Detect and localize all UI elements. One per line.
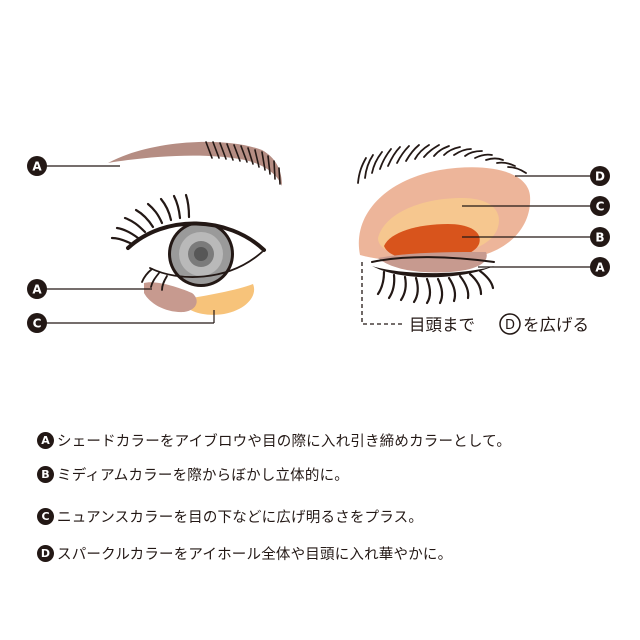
label-badge-right-c: C [590, 196, 610, 216]
callout-letter: D [505, 318, 515, 333]
left-eye-callouts: A A C [27, 156, 215, 333]
left-eye-illustration [108, 141, 282, 315]
label-letter: C [33, 317, 42, 331]
inner-corner-callout: 目頭まで D を広げる [409, 313, 589, 335]
legend-badge: B [37, 465, 54, 483]
label-letter: A [595, 261, 605, 275]
label-badge-right-b: B [590, 227, 610, 247]
label-letter: A [32, 160, 42, 174]
legend-badge: D [37, 544, 54, 562]
label-badge-right-a: A [590, 257, 610, 277]
left-upper-lashes [110, 193, 191, 246]
legend-badge: A [37, 431, 54, 449]
legend-text: スパークルカラーをアイホール全体や目頭に入れ華やかに。 [57, 546, 453, 563]
right-lid-orange [384, 224, 480, 260]
label-letter: D [595, 170, 605, 184]
right-closed-lid-upper [371, 256, 495, 263]
right-closed-lid [372, 266, 494, 278]
left-upper-lid [126, 221, 266, 252]
left-under-eye-yellow [180, 284, 255, 315]
left-eyebrow-hairs [205, 141, 281, 185]
right-eye-illustration [357, 144, 531, 305]
callout-letter-circle [499, 313, 521, 335]
legend-text: ニュアンスカラーを目の下などに広げ明るさをプラス。 [57, 509, 424, 526]
legend-badge: C [37, 507, 54, 525]
legend-text: シェードカラーをアイブロウや目の際に入れ引き締めカラーとして。 [57, 433, 512, 450]
right-lashes [376, 269, 495, 305]
legend-text: ミディアムカラーを際からぼかし立体的に。 [57, 467, 349, 484]
label-badge-left-under-yellow: C [27, 313, 47, 333]
callout-suffix: を広げる [523, 316, 589, 335]
left-lower-lid [149, 251, 263, 278]
label-badge-right-d: D [590, 166, 610, 186]
legend-item-d: D スパークルカラーをアイホール全体や目頭に入れ華やかに。 [37, 543, 452, 563]
label-badge-left-under-inner: A [27, 279, 47, 299]
callout-prefix: 目頭まで [409, 316, 475, 335]
legend-item-a: A シェードカラーをアイブロウや目の際に入れ引き締めカラーとして。 [37, 430, 511, 450]
label-letter: B [595, 231, 604, 245]
legend-item-c: C ニュアンスカラーを目の下などに広げ明るさをプラス。 [37, 506, 423, 526]
left-lower-lashes [141, 268, 168, 291]
right-eye-callouts: D C B A 目頭まで D を広げる [361, 166, 610, 335]
left-eyebrow [108, 141, 282, 186]
label-letter: A [32, 283, 42, 297]
label-badge-left-brow: A [27, 156, 47, 176]
label-letter: C [596, 200, 605, 214]
legend-item-b: B ミディアムカラーを際からぼかし立体的に。 [37, 464, 349, 484]
left-under-eye-rose [144, 282, 197, 313]
left-iris [168, 221, 234, 287]
right-eyebrow-hairs [357, 144, 527, 184]
